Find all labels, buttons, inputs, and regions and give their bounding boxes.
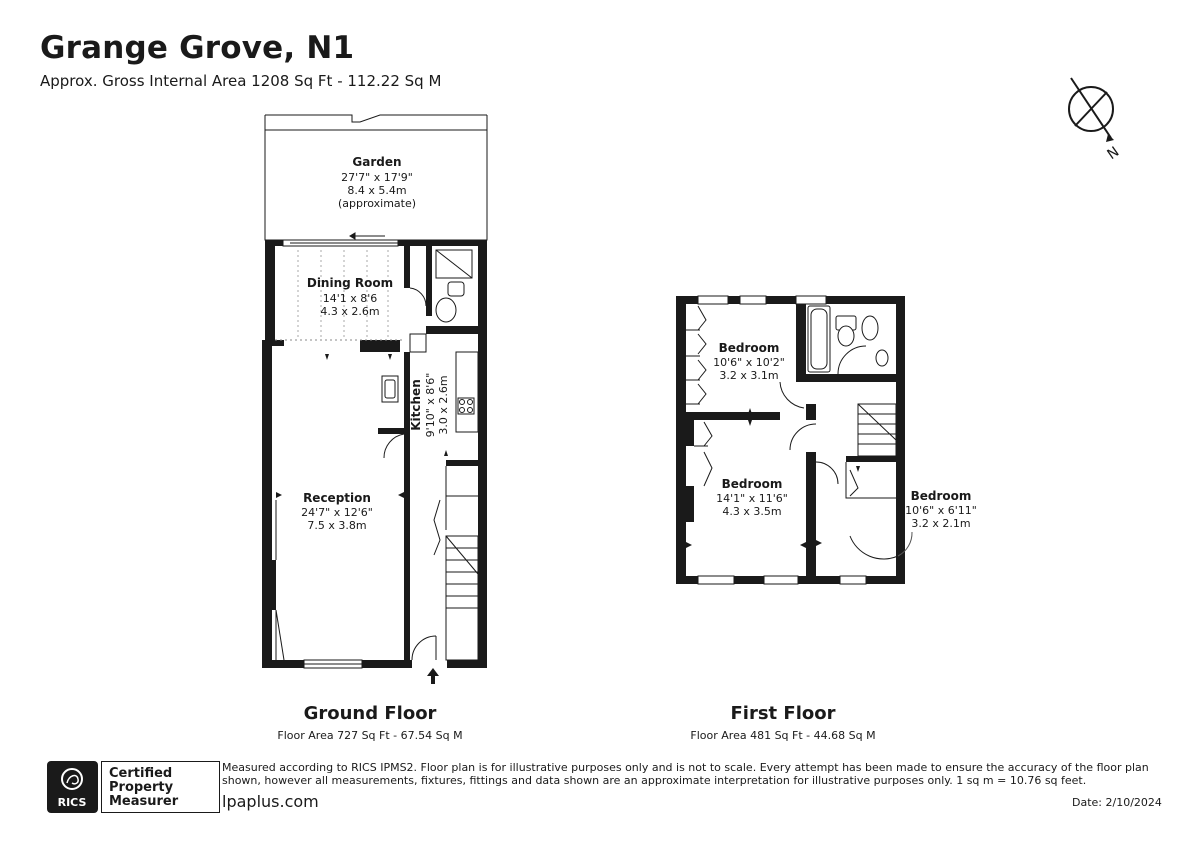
garden-note: (approximate) xyxy=(338,197,416,210)
first-floor-wardrobes xyxy=(686,305,817,487)
plan-subtitle: Approx. Gross Internal Area 1208 Sq Ft -… xyxy=(40,72,442,90)
cert-line-2: Property xyxy=(109,780,174,795)
ground-floor-walls xyxy=(262,240,487,668)
wc-fixtures xyxy=(409,249,473,323)
bedroom3-dim-imperial: 10'6" x 6'11" xyxy=(905,504,977,517)
bedroom1-dim-metric: 3.2 x 3.1m xyxy=(719,369,778,382)
bathroom-fixtures xyxy=(807,305,889,375)
certified-measurer-badge xyxy=(101,761,220,813)
bedroom3-dim-metric: 3.2 x 2.1m xyxy=(911,517,970,530)
reception-window xyxy=(303,659,363,669)
cert-line-3: Measurer xyxy=(109,794,179,809)
garden-dim-imperial: 27'7" x 17'9" xyxy=(341,171,413,184)
rics-logo xyxy=(47,761,98,813)
cert-line-1: Certified xyxy=(109,766,173,781)
compass-north-label: N xyxy=(1104,144,1122,163)
garden-name: Garden xyxy=(352,155,401,169)
first-floor-measure-marks xyxy=(686,408,860,548)
bedroom2-dim-imperial: 14'1" x 11'6" xyxy=(716,492,788,505)
lion-crest-icon xyxy=(61,768,83,790)
dining-glazing xyxy=(275,250,404,341)
kitchen-dim-imperial: 9'10" x 8'6" xyxy=(424,373,437,438)
ground-floor-title: Ground Floor xyxy=(303,703,437,724)
reception-side-window xyxy=(275,500,285,661)
ground-floor-area: Floor Area 727 Sq Ft - 67.54 Sq M xyxy=(277,729,463,742)
entrance-arrow xyxy=(427,668,439,684)
first-floor-area: Floor Area 481 Sq Ft - 44.68 Sq M xyxy=(690,729,876,742)
garden-dim-metric: 8.4 x 5.4m xyxy=(347,184,406,197)
reception-dim-imperial: 24'7" x 12'6" xyxy=(301,506,373,519)
bedroom1-name: Bedroom xyxy=(719,341,780,355)
first-floor-title: First Floor xyxy=(730,703,836,724)
bedroom2-dim-metric: 4.3 x 3.5m xyxy=(722,505,781,518)
reception-dim-metric: 7.5 x 3.8m xyxy=(307,519,366,532)
ground-floor-stairs xyxy=(411,466,479,661)
kitchen-name: Kitchen xyxy=(409,379,423,431)
plan-title: Grange Grove, N1 xyxy=(40,30,355,66)
first-floor-stairs xyxy=(857,403,897,457)
kitchen-dim-metric: 3.0 x 2.6m xyxy=(437,375,450,434)
reception-name: Reception xyxy=(303,491,371,505)
compass xyxy=(1068,77,1114,142)
disclaimer-text: Measured according to RICS IPMS2. Floor … xyxy=(222,761,1149,787)
garden-windows xyxy=(282,232,399,247)
bedroom1-dim-imperial: 10'6" x 10'2" xyxy=(713,356,785,369)
website-link[interactable]: lpaplus.com xyxy=(222,792,319,811)
kitchen-fixtures xyxy=(381,333,479,459)
bedroom3-details xyxy=(815,461,913,560)
bedroom3-name: Bedroom xyxy=(911,489,972,503)
bedroom2-name: Bedroom xyxy=(722,477,783,491)
dining-name: Dining Room xyxy=(307,276,393,290)
dining-dim-metric: 4.3 x 2.6m xyxy=(320,305,379,318)
plan-date: Date: 2/10/2024 xyxy=(1072,796,1162,809)
first-floor-windows xyxy=(697,295,867,585)
garden-area xyxy=(264,114,488,241)
first-floor-walls xyxy=(676,296,905,584)
ground-floor-measure-marks xyxy=(276,354,448,498)
dining-dim-imperial: 14'1 x 8'6 xyxy=(323,292,378,305)
rics-logo-text: RICS xyxy=(57,796,87,809)
